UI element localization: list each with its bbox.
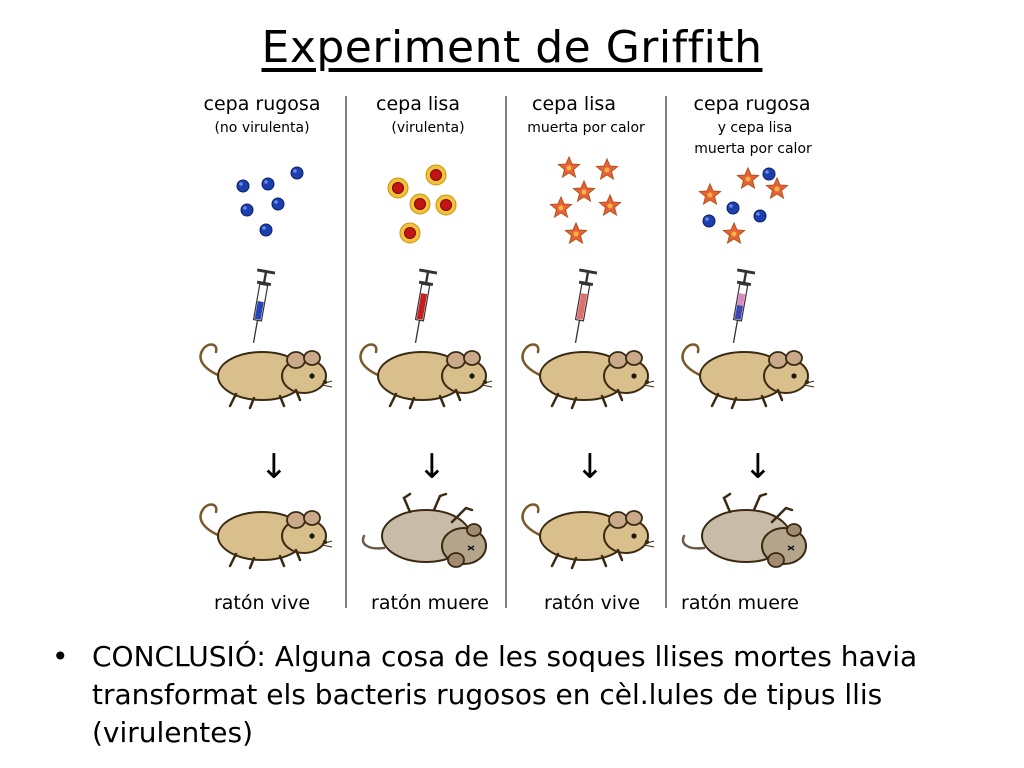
mouse-1-before [199, 343, 334, 410]
syringe-3 [565, 267, 598, 346]
conclusion-text: CONCLUSIÓ: Alguna cosa de les soques lli… [92, 640, 918, 749]
mouse-3-after [521, 503, 656, 570]
column-1: cepa rugosa (no virulenta) ↓ ratón vive [199, 93, 334, 614]
syringe-2 [405, 267, 438, 346]
column-2-result: ratón muere [371, 592, 489, 614]
dead-cell-group-1 [550, 156, 621, 244]
smooth-cell-group [387, 164, 457, 244]
column-3-sublabel: muerta por calor [527, 120, 645, 136]
arrow-2: ↓ [418, 447, 447, 487]
column-2: cepa lisa (virulenta) ↓ ratón muere [359, 93, 494, 614]
arrow-4: ↓ [744, 447, 773, 487]
mouse-2-before [359, 343, 494, 410]
mouse-4-before [681, 343, 816, 410]
column-3: cepa lisa muerta por calor ↓ ratón vive [521, 93, 656, 614]
mouse-4-after [681, 492, 808, 569]
syringe-4 [723, 267, 756, 346]
griffith-diagram: cepa rugosa (no virulenta) ↓ ratón vive … [199, 93, 816, 614]
rough-cell-group-1 [236, 166, 304, 237]
column-1-result: ratón vive [214, 592, 310, 614]
mouse-2-after [361, 492, 488, 569]
column-2-sublabel: (virulenta) [391, 120, 464, 136]
column-3-result: ratón vive [544, 592, 640, 614]
column-4-label: cepa rugosa [694, 93, 811, 115]
column-1-label: cepa rugosa [204, 93, 321, 115]
column-4-sublabel-2: muerta por calor [694, 141, 812, 157]
column-4-sublabel-1: y cepa lisa [718, 120, 793, 136]
column-4: cepa rugosa y cepa lisa muerta por calor… [681, 93, 816, 614]
bullet-glyph: • [52, 640, 69, 673]
page-title: Experiment de Griffith [261, 22, 763, 73]
arrow-3: ↓ [576, 447, 605, 487]
mixed-cell-group [699, 167, 788, 244]
mouse-3-before [521, 343, 656, 410]
syringe-1 [243, 267, 276, 346]
conclusion-bullet: • CONCLUSIÓ: Alguna cosa de les soques l… [52, 638, 952, 752]
arrow-1: ↓ [260, 447, 289, 487]
column-4-result: ratón muere [681, 592, 799, 614]
column-2-label: cepa lisa [376, 93, 460, 115]
column-1-sublabel: (no virulenta) [214, 120, 309, 136]
column-3-label: cepa lisa [532, 93, 616, 115]
mouse-1-after [199, 503, 334, 570]
